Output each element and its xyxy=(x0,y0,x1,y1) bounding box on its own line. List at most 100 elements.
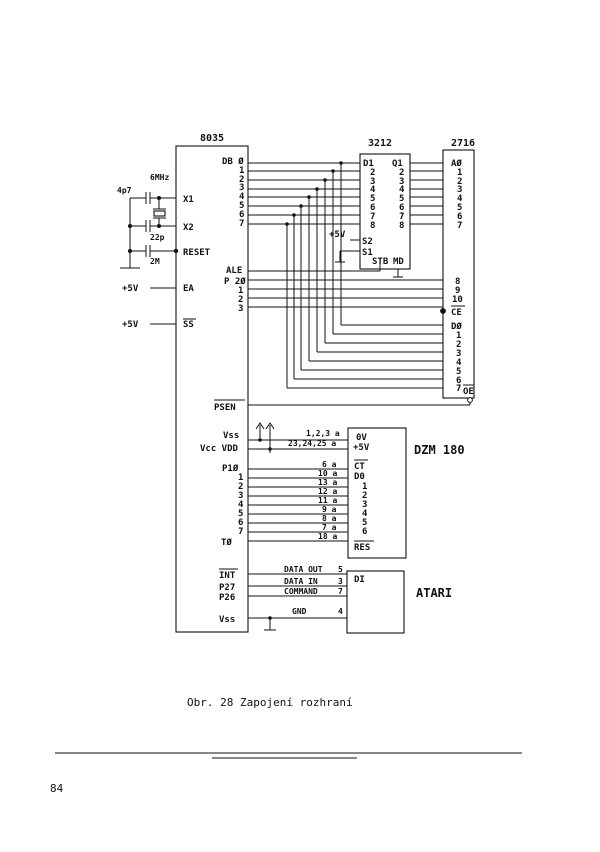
dzm-pin-11a: 11 a xyxy=(318,496,337,505)
cpu-pin-db6: 6 xyxy=(239,210,244,220)
dzm-pin-13a: 13 a xyxy=(318,478,337,487)
latch-3212-box xyxy=(359,153,411,270)
res-2m-label: 2M xyxy=(150,257,160,266)
dzm-pin-res: RES xyxy=(354,543,370,553)
cpu-pin-p27: P27 xyxy=(219,583,235,593)
page-number: 84 xyxy=(50,782,64,795)
cpu-pin-p20: P 2Ø xyxy=(224,276,246,287)
cpu-pin-p16: 6 xyxy=(238,518,243,528)
latch-pin-md: MD xyxy=(393,257,404,267)
atari-command: COMMAND xyxy=(284,587,318,596)
cpu-pin-db5: 5 xyxy=(239,201,244,211)
cpu-pin-x2: X2 xyxy=(183,223,194,233)
eprom-pin-a1: 1 xyxy=(457,168,462,178)
eprom-pin-d6: 6 xyxy=(456,376,461,386)
latch-pin-stb: STB xyxy=(372,257,389,267)
atari-title: ATARI xyxy=(416,586,452,600)
dzm-wiring xyxy=(248,422,348,542)
eprom-pin-d0: DØ xyxy=(451,321,462,332)
atari-labels: DI DATA OUT DATA IN COMMAND GND 5 3 7 4 xyxy=(284,565,365,616)
latch-pin-s2: S2 xyxy=(362,237,373,247)
cpu-pin-int: INT xyxy=(219,571,236,581)
eprom-pin-oe: OE xyxy=(463,387,474,397)
eprom-pin-a6: 6 xyxy=(457,212,462,222)
eprom-pin-d7: 7 xyxy=(456,384,461,394)
latch-pin-q8: 8 xyxy=(399,221,404,231)
cpu-pin-vcc-vdd: Vcc VDD xyxy=(200,444,239,454)
figure-caption: Obr. 28 Zapojení rozhraní xyxy=(187,696,353,709)
eprom-title: 2716 xyxy=(451,138,475,149)
cpu-p1-labels: P1Ø 1 2 3 4 5 6 7 xyxy=(222,463,244,537)
eprom-pin-a0: AØ xyxy=(451,158,462,169)
dzm-pin-6a: 6 a xyxy=(322,460,337,469)
dzm-pin-vss: 1,2,3 a xyxy=(306,429,340,438)
dzm-pin-0v: 0V xyxy=(356,433,367,443)
latch-pin-q4: 4 xyxy=(399,185,405,195)
cpu-pin-vss2: Vss xyxy=(219,615,235,625)
cpu-pin-x1: X1 xyxy=(183,195,194,205)
eprom-pin-a7: 7 xyxy=(457,221,462,231)
latch-pin-d2: 2 xyxy=(370,168,375,178)
latch-pin-d7: 7 xyxy=(370,212,375,222)
dzm-left-labels: 1,2,3 a 23,24,25 a 6 a 10 a 13 a 12 a 11… xyxy=(288,429,340,541)
dzm-pin-d6: 6 xyxy=(362,527,367,537)
dzm-pin-12a: 12 a xyxy=(318,487,337,496)
cpu-pin-db2: 2 xyxy=(239,175,244,185)
eprom-pin-d3: 3 xyxy=(456,349,461,359)
atari-pin-5: 5 xyxy=(338,565,343,574)
dzm-pin-18a: 18 a xyxy=(318,532,337,541)
cpu-pin-p14: 4 xyxy=(238,500,244,510)
latch-pin-q3: 3 xyxy=(399,177,404,187)
atari-pin-4: 4 xyxy=(338,607,343,616)
latch-pin-q5: 5 xyxy=(399,194,404,204)
atari-connector-box xyxy=(346,570,405,634)
latch-pin-d6: 6 xyxy=(370,203,375,213)
latch-pin-d3: 3 xyxy=(370,177,375,187)
dzm-pin-9a: 9 a xyxy=(322,505,337,514)
eprom-pin-a10: 10 xyxy=(452,295,463,305)
data-bus-wires xyxy=(248,161,443,389)
ss-supply-label: +5V xyxy=(122,320,139,330)
cap-22p-label: 22p xyxy=(150,233,165,242)
atari-pin-3: 3 xyxy=(338,577,343,586)
cap-4p7-label: 4p7 xyxy=(117,186,132,195)
latch-pin-q7: 7 xyxy=(399,212,404,222)
cpu-pin-ea: EA xyxy=(183,284,194,294)
latch-pin-d4: 4 xyxy=(370,185,376,195)
atari-gnd: GND xyxy=(292,607,307,616)
eprom-pin-a9: 9 xyxy=(455,286,460,296)
latch-pin-d8: 8 xyxy=(370,221,375,231)
cpu-pin-db4: 4 xyxy=(239,192,245,202)
eprom-pin-a8: 8 xyxy=(455,277,460,287)
cpu-pin-db7: 7 xyxy=(239,219,244,229)
dzm-pin-d5: 5 xyxy=(362,518,367,528)
cpu-pin-p15: 5 xyxy=(238,509,243,519)
cpu-pin-p21: 1 xyxy=(238,286,243,296)
latch-pin-q2: 2 xyxy=(399,168,404,178)
cpu-pin-p23: 3 xyxy=(238,304,243,314)
latch-supply-label: +5V xyxy=(329,230,346,240)
cpu-pin-reset: RESET xyxy=(183,248,211,258)
latch-pin-d5: 5 xyxy=(370,194,375,204)
cpu-pin-p26: P26 xyxy=(219,593,235,603)
eprom-2716-box xyxy=(442,149,475,399)
cpu-db-labels: DB Ø 1 2 3 4 5 6 7 xyxy=(222,156,245,229)
cpu-8035-box xyxy=(175,145,249,633)
eprom-pin-a4: 4 xyxy=(457,194,463,204)
dzm-pin-d3: 3 xyxy=(362,500,367,510)
clock-reset-network: 4p7 6MHz 22p 2M xyxy=(117,173,179,269)
dzm-right-labels: 0V +5V CT D0 1 2 3 4 5 6 RES xyxy=(353,433,374,553)
cpu-pin-p12: 2 xyxy=(238,482,243,492)
cpu-pin-t0: TØ xyxy=(221,537,232,548)
cpu-pin-p13: 3 xyxy=(238,491,243,501)
cpu-pin-vss: Vss xyxy=(223,431,239,441)
dzm-pin-d4: 4 xyxy=(362,509,368,519)
dzm-pin-10a: 10 a xyxy=(318,469,337,478)
atari-wiring xyxy=(248,573,347,631)
dzm-pin-d2: 2 xyxy=(362,491,367,501)
cpu-pin-psen: PSEN xyxy=(214,403,236,413)
control-wires xyxy=(248,264,473,406)
cpu-pin-ale: ALE xyxy=(226,266,242,276)
atari-data-in: DATA IN xyxy=(284,577,318,586)
